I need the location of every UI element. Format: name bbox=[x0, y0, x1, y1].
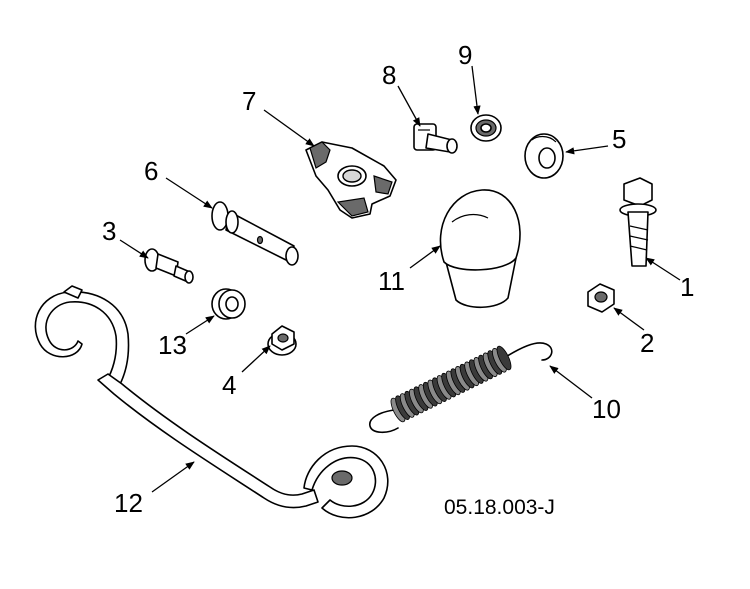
callout-2: 2 bbox=[640, 328, 654, 358]
callout-1: 1 bbox=[680, 272, 694, 302]
part-5-washer bbox=[524, 133, 564, 179]
drawing-code: 05.18.003-J bbox=[444, 496, 555, 519]
callout-12: 12 bbox=[114, 488, 143, 518]
callout-5: 5 bbox=[612, 124, 626, 154]
leader-lines bbox=[119, 65, 681, 493]
part-4-flange-nut bbox=[267, 325, 297, 356]
callout-6: 6 bbox=[144, 156, 158, 186]
callout-3: 3 bbox=[102, 216, 116, 246]
callout-8: 8 bbox=[382, 60, 396, 90]
callout-10: 10 bbox=[592, 394, 621, 424]
part-1-hex-bolt bbox=[619, 177, 657, 267]
part-3-shoulder-bolt bbox=[144, 248, 194, 284]
part-12-handle-rod bbox=[34, 285, 389, 519]
part-6-flange-pin bbox=[211, 201, 299, 266]
part-11-knob bbox=[439, 189, 521, 309]
part-8-shoulder-bolt bbox=[413, 123, 458, 154]
callout-11: 11 bbox=[378, 266, 405, 296]
callout-4: 4 bbox=[222, 370, 236, 400]
part-13-bushing bbox=[211, 288, 246, 320]
spring-coil bbox=[496, 345, 512, 371]
part-2-hex-nut bbox=[587, 283, 615, 313]
callout-7: 7 bbox=[242, 86, 256, 116]
callout-labels: 1 2 3 4 5 6 7 8 9 10 11 12 13 bbox=[102, 40, 694, 518]
callout-13: 13 bbox=[158, 330, 187, 360]
part-10-extension-spring bbox=[369, 342, 553, 434]
part-9-flange-nut bbox=[470, 114, 502, 142]
part-7-bracket bbox=[305, 141, 397, 219]
callout-9: 9 bbox=[458, 40, 472, 70]
